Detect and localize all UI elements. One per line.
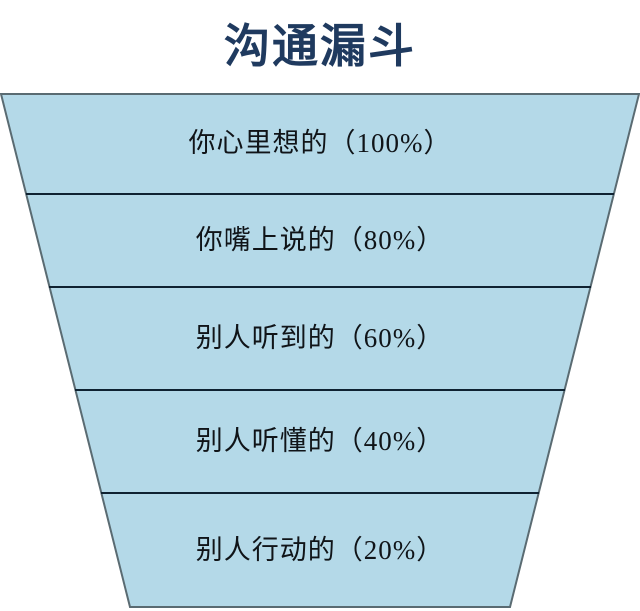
funnel-stage-2: 你嘴上说的（80%） [0, 194, 640, 287]
funnel-stage-3: 别人听到的（60%） [0, 287, 640, 390]
funnel-stage-1-label: 你心里想的（100%） [188, 128, 452, 158]
funnel-stage-5: 别人行动的（20%） [0, 493, 640, 607]
funnel-stage-4-label: 别人听懂的（40%） [195, 426, 445, 456]
funnel-stage-1: 你心里想的（100%） [0, 93, 640, 194]
funnel-chart: 你心里想的（100%） 你嘴上说的（80%） 别人听到的（60%） 别人听懂的（… [0, 93, 640, 609]
funnel-stage-4: 别人听懂的（40%） [0, 390, 640, 493]
funnel-stage-3-label: 别人听到的（60%） [195, 323, 445, 353]
funnel-shape-svg [0, 93, 640, 608]
funnel-body [0, 93, 640, 608]
funnel-stage-5-label: 别人行动的（20%） [195, 534, 445, 565]
funnel-stage-2-label: 你嘴上说的（80%） [195, 225, 445, 255]
funnel-stage-labels: 你心里想的（100%） 你嘴上说的（80%） 别人听到的（60%） 别人听懂的（… [0, 93, 640, 609]
page-title-text: 沟通漏斗 [224, 20, 416, 72]
page-title: 沟通漏斗 [0, 0, 640, 93]
